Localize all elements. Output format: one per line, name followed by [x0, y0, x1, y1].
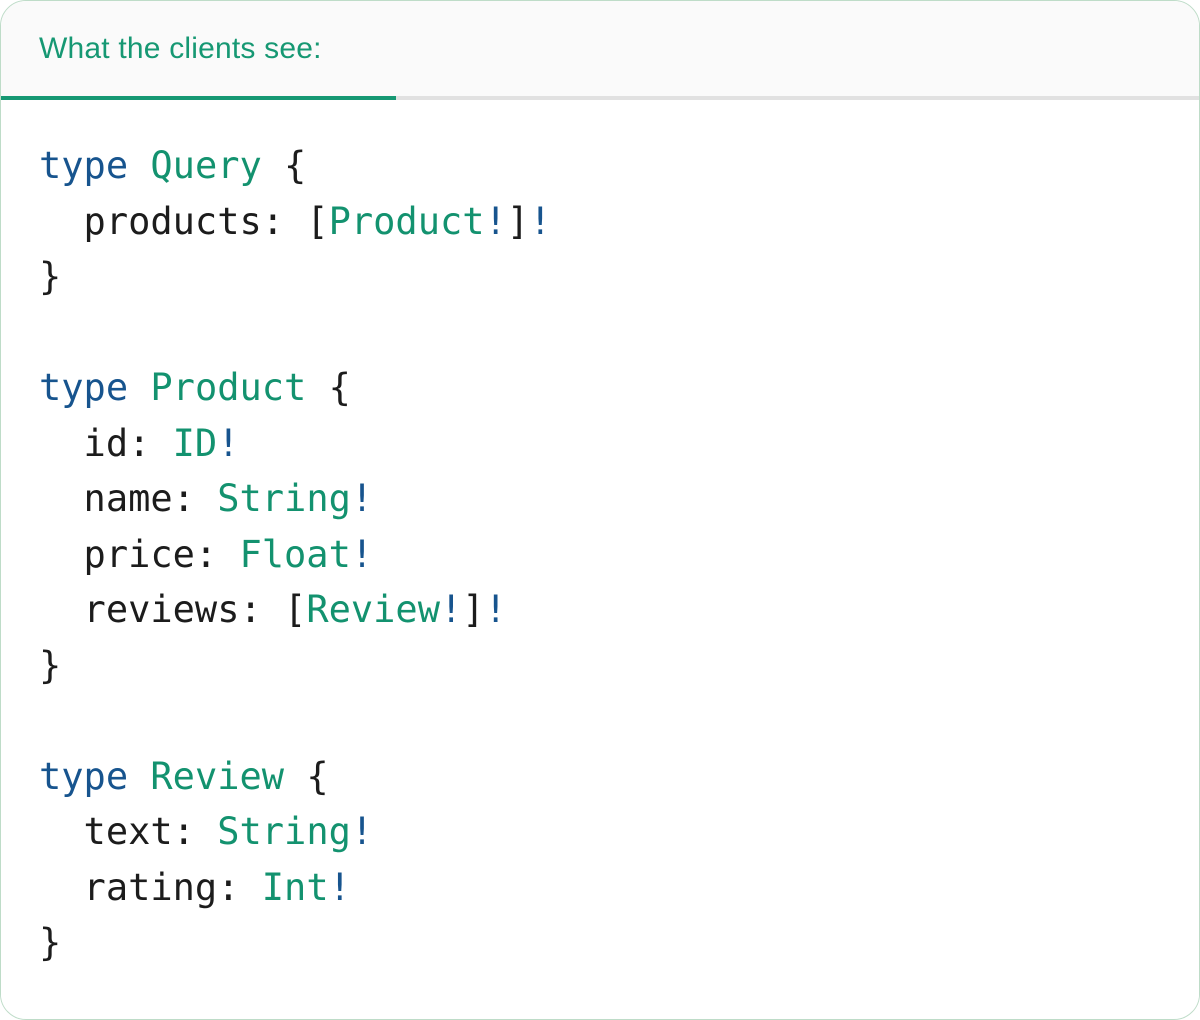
- code-token: [128, 755, 150, 798]
- code-token: }: [39, 921, 62, 964]
- code-token: price:: [39, 532, 240, 576]
- code-token: }: [39, 643, 62, 687]
- code-token: }: [39, 255, 62, 298]
- code-token: !: [350, 532, 374, 576]
- code-token: [128, 144, 150, 187]
- tab-label: What the clients see:: [39, 32, 322, 65]
- code-panel: type Query { products: [Product!]! } typ…: [1, 100, 1199, 1011]
- active-tab-indicator: [1, 96, 396, 100]
- code-token: ]: [462, 588, 485, 631]
- code-token: String: [217, 477, 351, 520]
- code-token: !: [217, 421, 240, 465]
- code-token: ID: [172, 421, 218, 465]
- tab-bar: What the clients see:: [1, 1, 1199, 100]
- code-token: Review: [306, 588, 440, 631]
- code-token: String: [217, 810, 351, 853]
- tab-what-clients-see[interactable]: What the clients see:: [1, 1, 396, 100]
- code-token: products: [: [39, 199, 329, 243]
- code-token: !: [484, 199, 507, 243]
- code-token: Query: [150, 144, 262, 187]
- code-token: Product: [150, 366, 307, 409]
- code-token: name:: [39, 477, 218, 520]
- code-token: id:: [39, 421, 173, 465]
- code-token: Product: [328, 199, 485, 243]
- code-token: ]: [506, 199, 530, 243]
- code-token: Int: [261, 865, 329, 909]
- code-token: Float: [239, 532, 351, 576]
- code-token: type: [39, 366, 129, 409]
- code-token: {: [306, 366, 351, 409]
- code-token: Review: [150, 754, 285, 798]
- code-token: type: [39, 754, 129, 798]
- code-token: !: [484, 588, 507, 631]
- code-token: !: [529, 199, 552, 243]
- code-token: rating:: [39, 865, 262, 909]
- code-token: {: [261, 144, 307, 187]
- code-token: type: [39, 144, 129, 187]
- code-token: reviews: [: [39, 588, 307, 631]
- code-token: {: [284, 754, 329, 798]
- code-token: !: [350, 477, 374, 520]
- tab-bar-divider: [1, 96, 1199, 100]
- code-block: type Query { products: [Product!]! } typ…: [39, 138, 1169, 971]
- code-token: [128, 366, 150, 409]
- code-token: !: [350, 810, 374, 853]
- code-token: !: [439, 588, 463, 631]
- code-token: text:: [39, 810, 218, 853]
- code-token: !: [328, 865, 351, 909]
